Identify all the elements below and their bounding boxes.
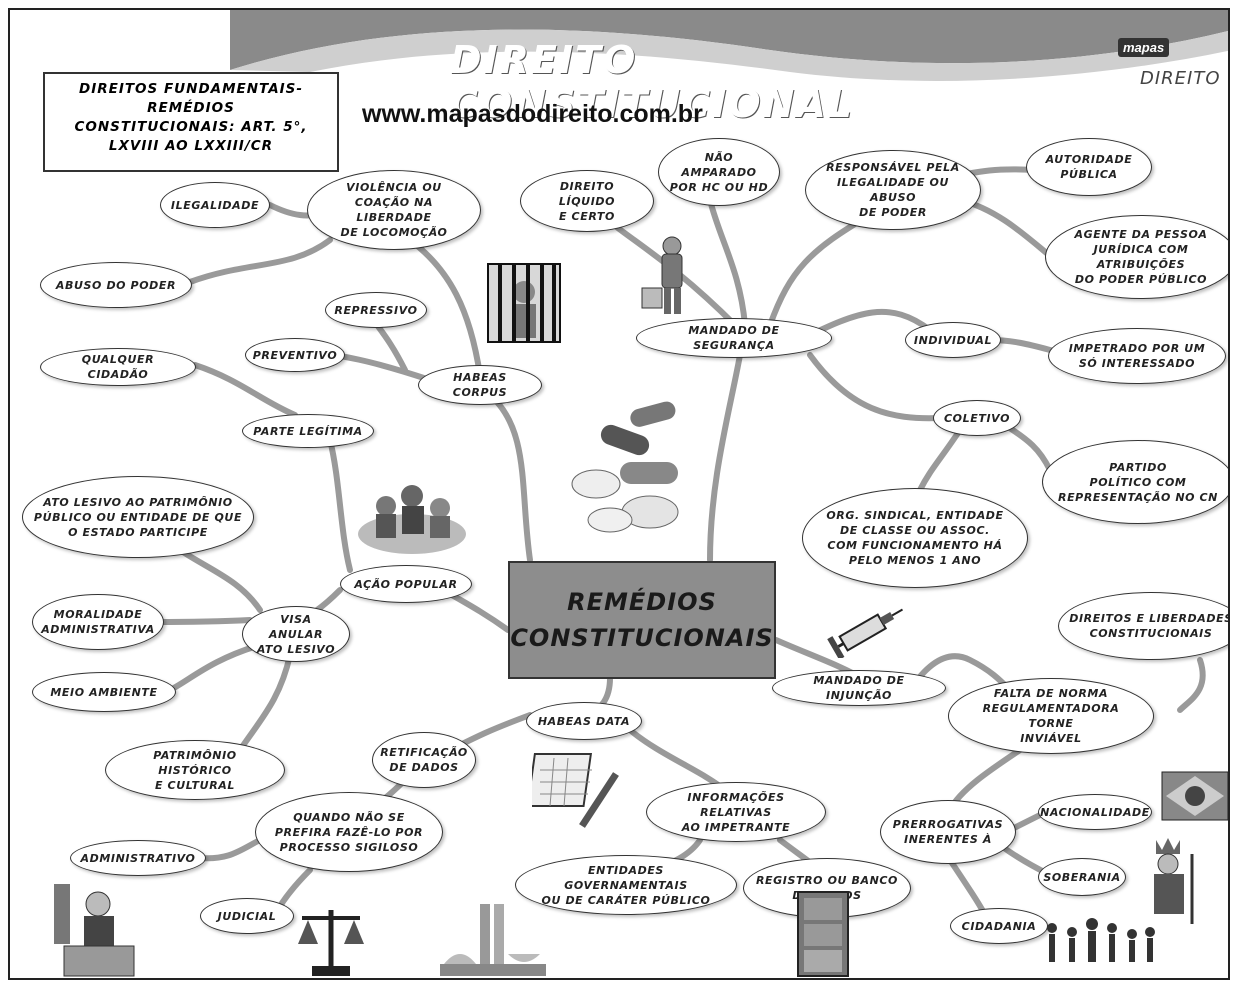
node-ato-lesivo: ATO LESIVO AO PATRIMÔNIO PÚBLICO OU ENTI… xyxy=(22,476,254,558)
subject-line: REMÉDIOS xyxy=(147,100,235,116)
king-illustration xyxy=(1154,838,1194,924)
node-falta-norma: FALTA DE NORMA REGULAMENTADORA TORNE INV… xyxy=(948,678,1154,754)
congress-building-illustration xyxy=(440,904,546,976)
crowd-illustration xyxy=(358,485,466,554)
node-mandado-injuncao: MANDADO DE INJUNÇÃO xyxy=(772,670,946,706)
website-url[interactable]: www.mapasdodireito.com.br xyxy=(362,100,703,128)
subject-line: CONSTITUCIONAIS: ART. 5°, xyxy=(74,119,308,135)
node-moralidade: MORALIDADE ADMINISTRATIVA xyxy=(32,594,164,650)
node-meio-ambiente: MEIO AMBIENTE xyxy=(32,672,176,712)
node-direito-liquido: DIREITO LÍQUIDO E CERTO xyxy=(520,170,654,232)
node-informacoes-relativas: INFORMAÇÕES RELATIVAS AO IMPETRANTE xyxy=(646,782,826,842)
subject-line: LXVIII AO LXXIII/CR xyxy=(108,138,274,154)
node-ilegalidade: ILEGALIDADE xyxy=(160,182,270,228)
node-entidades-governamentais: ENTIDADES GOVERNAMENTAIS OU DE CARÁTER P… xyxy=(515,855,737,915)
subject-line: DIREITOS FUNDAMENTAIS- xyxy=(78,81,304,97)
scales-of-justice-illustration xyxy=(298,910,364,976)
node-cidadania: CIDADANIA xyxy=(950,908,1048,944)
police-officer-illustration xyxy=(641,236,683,314)
node-prerrogativas: PRERROGATIVAS INERENTES À xyxy=(880,800,1016,864)
subject-title-box: DIREITOS FUNDAMENTAIS- REMÉDIOS CONSTITU… xyxy=(43,72,339,172)
node-abuso-do-poder: ABUSO DO PODER xyxy=(40,262,192,308)
node-administrativo: ADMINISTRATIVO xyxy=(70,840,206,876)
node-responsavel: RESPONSÁVEL PELA ILEGALIDADE OU ABUSO DE… xyxy=(805,150,981,230)
central-topic: REMÉDIOS CONSTITUCIONAIS xyxy=(508,561,776,679)
jail-illustration xyxy=(487,263,561,343)
logo-mapas: mapas xyxy=(1118,38,1170,57)
header-banner-shade xyxy=(230,29,1228,81)
node-habeas-corpus: HABEAS CORPUS xyxy=(418,365,542,405)
node-violencia-coacao: VIOLÊNCIA OU COAÇÃO NA LIBERDADE DE LOCO… xyxy=(307,170,481,250)
node-individual: INDIVIDUAL xyxy=(905,322,1001,358)
node-autoridade-publica: AUTORIDADE PÚBLICA xyxy=(1026,138,1152,196)
header-banner xyxy=(230,10,1228,70)
mind-map: DIREITO CONSTITUCIONAL www.mapasdodireit… xyxy=(8,8,1230,980)
node-partido-politico: PARTIDO POLÍTICO COM REPRESENTAÇÃO NO CN xyxy=(1042,440,1228,524)
node-acao-popular: AÇÃO POPULAR xyxy=(340,565,472,603)
node-repressivo: REPRESSIVO xyxy=(325,292,427,328)
brazil-flag-illustration xyxy=(1161,771,1228,821)
node-habeas-data: HABEAS DATA xyxy=(526,702,642,740)
node-soberania: SOBERANIA xyxy=(1038,858,1126,896)
syringe-illustration xyxy=(827,608,904,658)
node-quando-nao-prefira: QUANDO NÃO SE PREFIRA FAZÊ-LO POR PROCES… xyxy=(255,792,443,872)
node-judicial: JUDICIAL xyxy=(200,898,294,934)
node-qualquer-cidadao: QUALQUER CIDADÃO xyxy=(40,348,196,386)
node-visa-anular: VISA ANULAR ATO LESIVO xyxy=(242,606,350,662)
node-direitos-liberdades: DIREITOS E LIBERDADES CONSTITUCIONAIS xyxy=(1058,592,1228,660)
node-agente-pessoa-juridica: AGENTE DA PESSOA JURÍDICA COM ATRIBUIÇÕE… xyxy=(1045,215,1228,299)
node-nao-amparado: NÃO AMPARADO POR HC OU HD xyxy=(658,138,780,206)
node-mandado-seguranca: MANDADO DE SEGURANÇA xyxy=(636,318,832,358)
site-logo: mapas DIREITO xyxy=(1114,32,1228,96)
page-title: DIREITO CONSTITUCIONAL xyxy=(450,38,854,126)
family-illustration xyxy=(1047,918,1155,962)
official-at-desk-illustration xyxy=(54,884,135,977)
node-preventivo: PREVENTIVO xyxy=(245,338,345,372)
logo-direito: DIREITO xyxy=(1140,68,1221,89)
node-impetrado: IMPETRADO POR UM SÓ INTERESSADO xyxy=(1048,328,1226,384)
filing-cabinet-illustration xyxy=(797,891,849,977)
calendar-pencil-illustration xyxy=(532,753,619,828)
pills-illustration xyxy=(571,401,679,533)
node-org-sindical: ORG. SINDICAL, ENTIDADE DE CLASSE OU ASS… xyxy=(802,488,1028,588)
node-parte-legitima: PARTE LEGÍTIMA xyxy=(242,414,374,448)
node-patrimonio-historico: PATRIMÔNIO HISTÓRICO E CULTURAL xyxy=(105,740,285,800)
node-coletivo: COLETIVO xyxy=(933,400,1021,436)
node-retificacao-dados: RETIFICAÇÃO DE DADOS xyxy=(372,732,476,788)
node-nacionalidade: NACIONALIDADE xyxy=(1038,794,1152,830)
